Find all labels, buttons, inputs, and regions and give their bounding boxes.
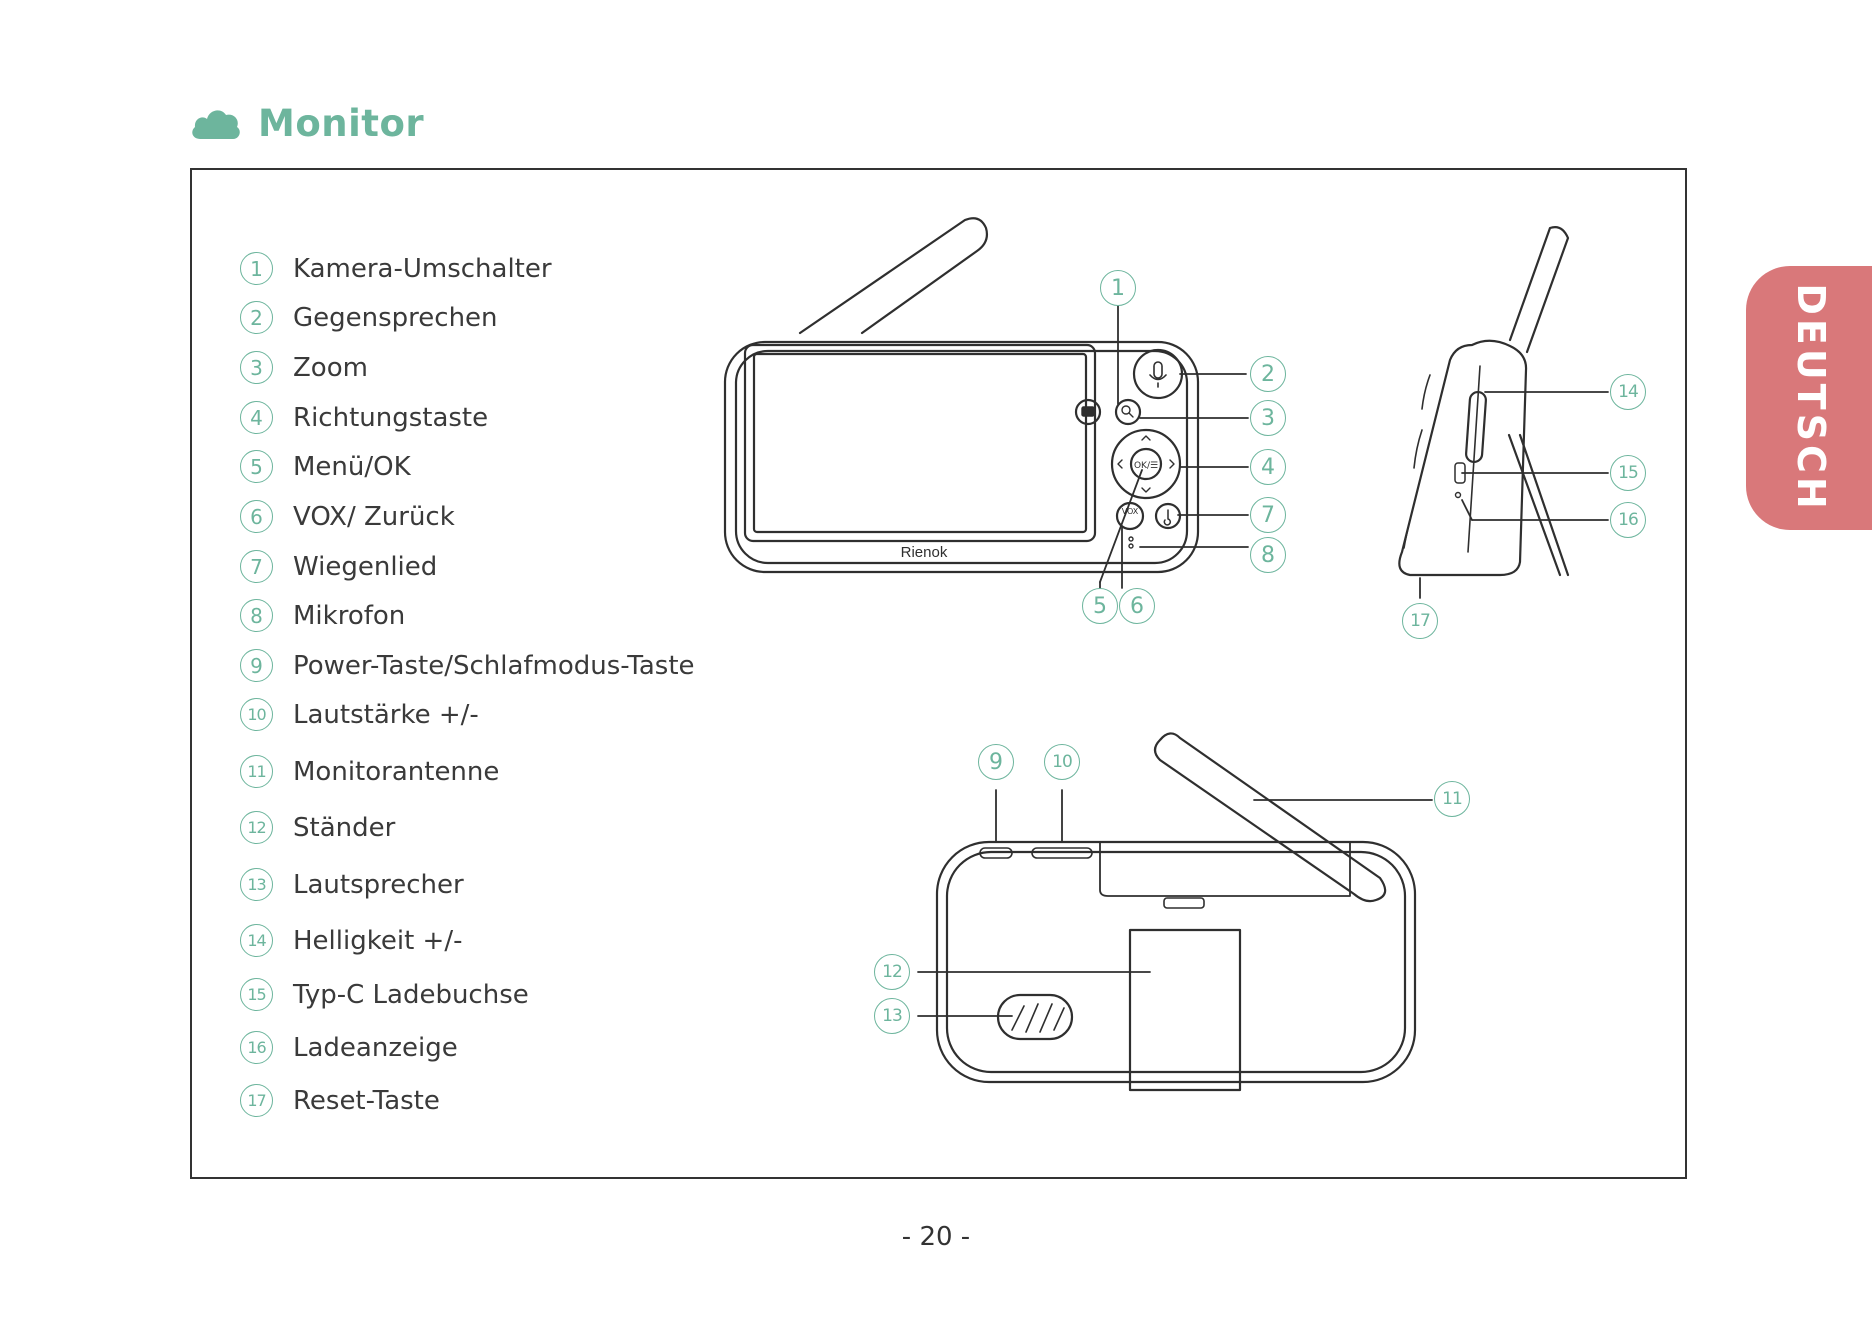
legend-number: 5 [240,450,273,483]
legend-label: Lautsprecher [293,869,464,900]
legend-item: 9 Power-Taste/Schlafmodus-Taste [240,649,695,682]
callout-15: 15 [1610,455,1646,491]
callout-10: 10 [1044,744,1080,780]
legend-label: Kamera-Umschalter [293,253,552,284]
legend-item: 2 Gegensprechen [240,301,498,334]
callout-12: 12 [874,954,910,990]
legend-item: 8 Mikrofon [240,599,405,632]
legend-number: 1 [240,252,273,285]
legend-item: 5 Menü/OK [240,450,411,483]
callout-8: 8 [1250,537,1286,573]
legend-item: 14 Helligkeit +/- [240,924,462,957]
front-view [723,217,1200,574]
legend-label: Richtungstaste [293,402,489,433]
legend-label: Lautstärke +/- [293,699,479,730]
legend-label: Helligkeit +/- [293,925,463,956]
side-view [1398,226,1570,577]
legend-label: Monitorantenne [293,756,500,787]
cloud-icon [192,110,240,139]
back-view [935,732,1417,1092]
legend-item: 11 Monitorantenne [240,755,499,788]
language-tab-label: DEUTSCH [1789,283,1833,513]
callout-5: 5 [1082,588,1118,624]
callout-2: 2 [1250,356,1286,392]
legend-number: 12 [240,811,273,844]
legend-label: VOX/ Zurück [293,501,455,532]
legend-number: 14 [240,924,273,957]
legend-item: 16 Ladeanzeige [240,1031,458,1064]
ok-button-label: OK/☰ [1134,461,1158,471]
legend-label: Menü/OK [293,451,411,482]
legend-item: 1 Kamera-Umschalter [240,252,552,285]
legend-label: Gegensprechen [293,302,498,333]
legend-item: 3 Zoom [240,351,368,384]
legend-label: Mikrofon [293,600,406,631]
legend-item: 12 Ständer [240,811,395,844]
callout-9: 9 [978,744,1014,780]
legend-label: Reset-Taste [293,1085,440,1116]
legend-item: 17 Reset-Taste [240,1084,440,1117]
language-tab: DEUTSCH [1746,266,1872,530]
content-frame [190,168,1687,1179]
legend-label: Ständer [293,812,396,843]
page-header: Monitor [190,98,424,148]
page-title: Monitor [258,101,425,145]
callout-13: 13 [874,998,910,1034]
legend-item: 4 Richtungstaste [240,401,488,434]
legend-item: 15 Typ-C Ladebuchse [240,978,529,1011]
legend-number: 11 [240,755,273,788]
legend-number: 8 [240,599,273,632]
callout-3: 3 [1250,400,1286,436]
legend-label: Ladeanzeige [293,1032,458,1063]
vox-button-label: VOX [1122,507,1139,516]
brand-logo: Rienok [901,544,948,561]
callout-17: 17 [1402,603,1438,639]
page-number: - 20 - [901,1222,971,1252]
legend-item: 13 Lautsprecher [240,868,464,901]
legend-number: 16 [240,1031,273,1064]
legend-item: 10 Lautstärke +/- [240,698,479,731]
legend-number: 7 [240,550,273,583]
callout-14: 14 [1610,374,1646,410]
callout-16: 16 [1610,502,1646,538]
legend-number: 15 [240,978,273,1011]
legend-number: 10 [240,698,273,731]
legend-label: Power-Taste/Schlafmodus-Taste [293,650,695,681]
legend-label: Zoom [293,352,368,383]
callout-1: 1 [1100,270,1136,306]
legend-number: 2 [240,301,273,334]
callout-4: 4 [1250,449,1286,485]
legend-number: 6 [240,500,273,533]
legend-item: 7 Wiegenlied [240,550,437,583]
callout-7: 7 [1250,497,1286,533]
legend-number: 13 [240,868,273,901]
callout-6: 6 [1119,588,1155,624]
legend-label: Typ-C Ladebuchse [293,979,529,1010]
callout-11: 11 [1434,781,1470,817]
legend-item: 6 VOX/ Zurück [240,500,455,533]
legend-number: 4 [240,401,273,434]
legend-label: Wiegenlied [293,551,438,582]
legend-number: 17 [240,1084,273,1117]
legend-number: 3 [240,351,273,384]
legend-number: 9 [240,649,273,682]
